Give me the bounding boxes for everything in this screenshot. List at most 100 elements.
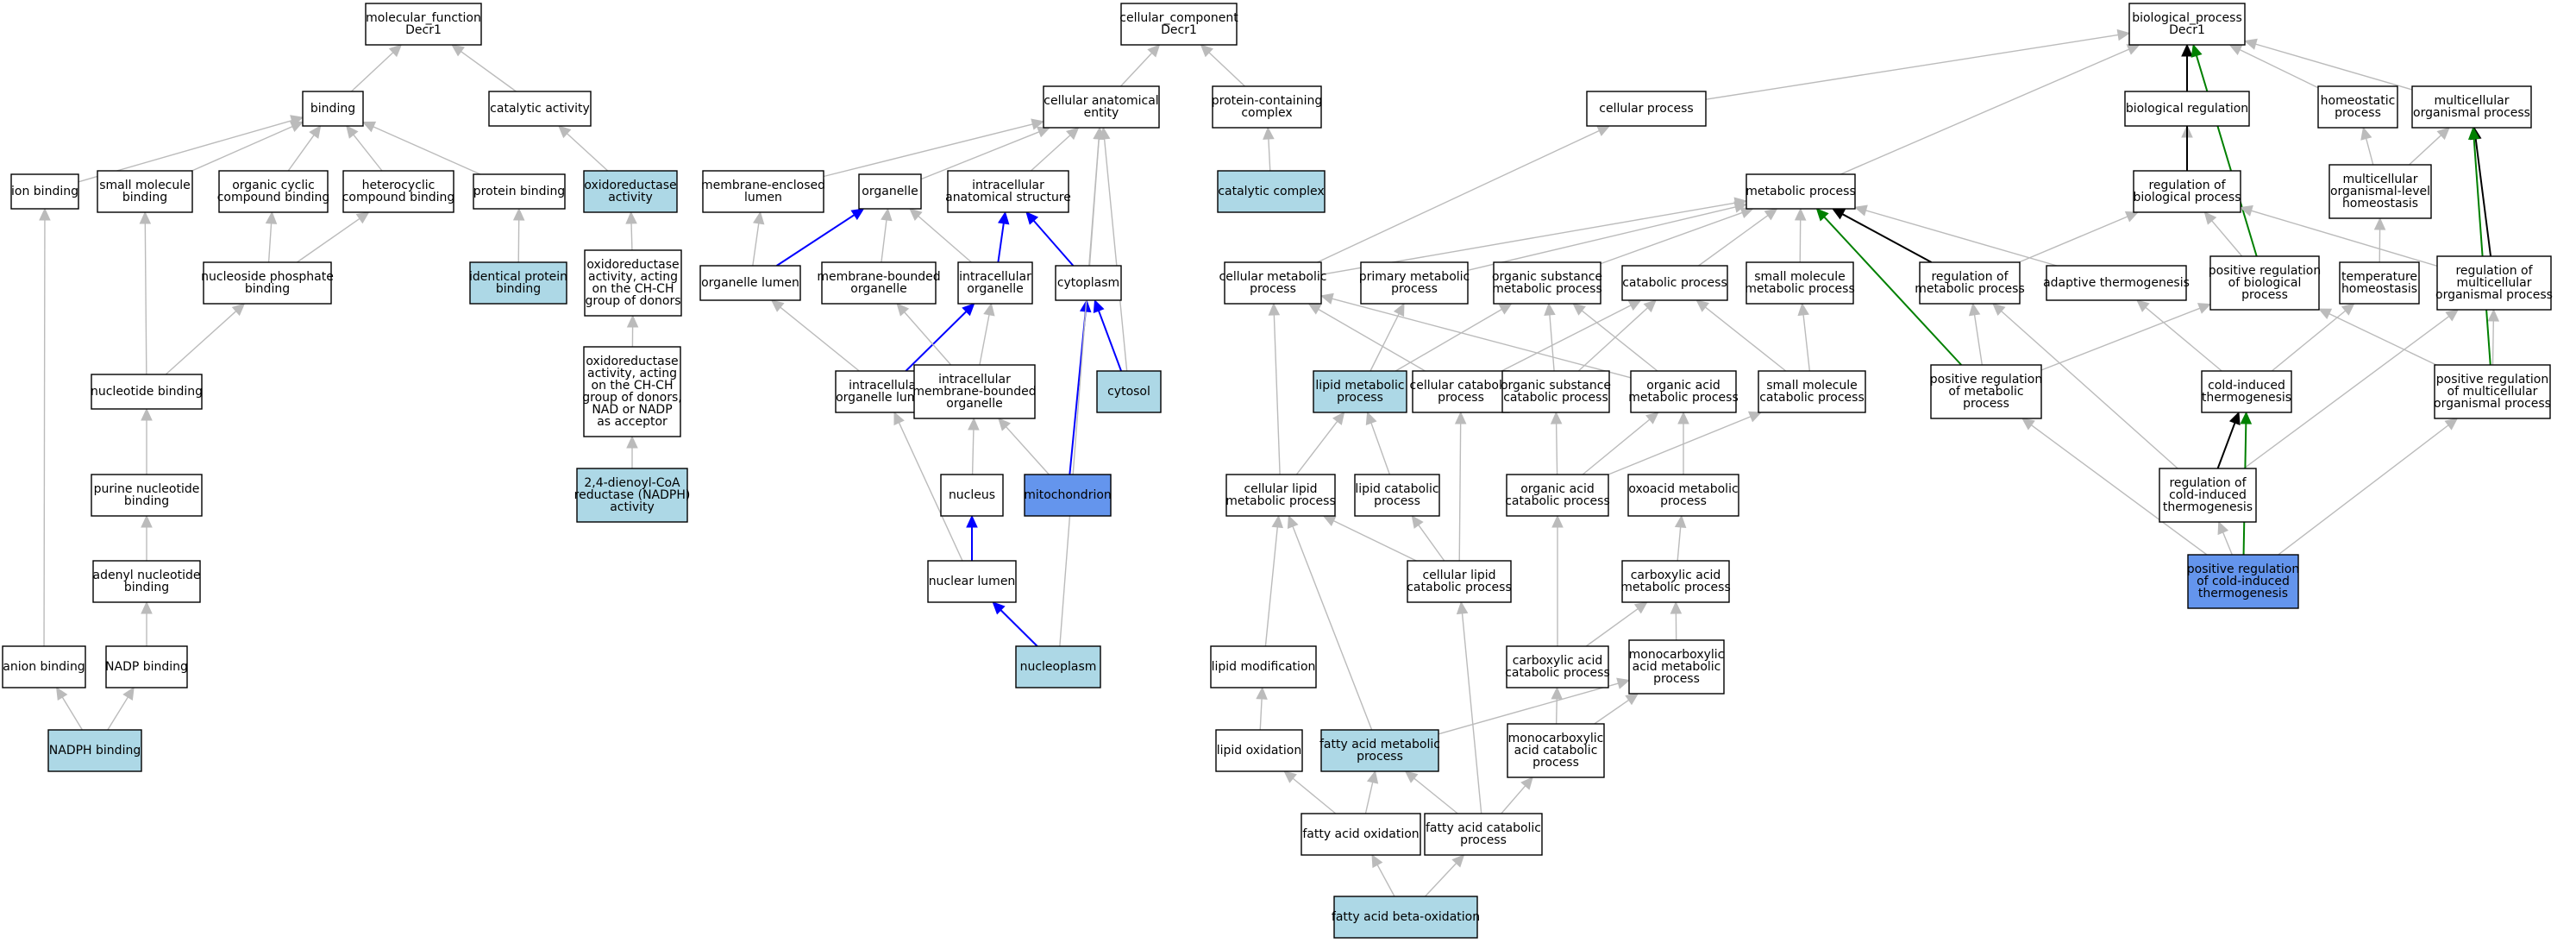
edge-is-a-cellproc-to-bp [1705,34,2119,100]
node-label-line: NADP binding [105,660,188,674]
go-term-node-fabo[interactable]: fatty acid beta-oxidation [1332,896,1480,939]
edge-is-a-imbo-to-intorg [979,314,990,366]
arrowhead-icon [896,303,910,317]
go-term-node-mito[interactable]: mitochondrion [1024,474,1112,517]
go-term-node-protb[interactable]: protein binding [473,173,566,210]
go-term-node-lipmod[interactable]: lipid modification [1210,645,1317,688]
node-box [91,474,203,517]
go-term-node-faox[interactable]: fatty acid oxidation [1301,813,1421,856]
go-term-node-nucb[interactable]: nucleotide binding [91,374,203,410]
node-label-line: organelle [967,282,1023,296]
go-term-node-catcomplex[interactable]: catalytic complex [1217,170,1326,213]
go-term-node-orglumen[interactable]: organelle lumen [699,265,801,301]
node-box [2046,265,2187,301]
go-term-node-nucleus[interactable]: nucleus [940,474,1004,517]
go-term-node-nuclumen[interactable]: nuclear lumen [927,560,1017,603]
go-term-node-adapt[interactable]: adaptive thermogenesis [2043,265,2190,301]
node-label-line: fatty acid metabolic [1319,738,1440,751]
go-term-node-anionb[interactable]: anion binding [2,645,86,688]
go-term-node-organelle[interactable]: organelle [858,173,922,210]
node-label-line: positive regulation [2187,563,2299,576]
go-term-node-nadphb[interactable]: NADPH binding [47,729,142,772]
go-term-node-ionb[interactable]: ion binding [10,173,79,210]
go-term-node-lipox[interactable]: lipid oxidation [1215,729,1303,772]
node-box [1621,265,1728,301]
go-term-node-cellproc[interactable]: cellular process [1586,91,1707,127]
node-box [302,91,364,127]
arrowhead-icon [2243,38,2258,50]
node-label-line: regulation of [2148,179,2226,192]
go-term-node-catalytic[interactable]: catalytic activity [488,91,592,127]
go-term-node-nadpb[interactable]: NADP binding [105,645,188,688]
go-term-node-metab[interactable]: metabolic process [1746,173,1856,210]
node-box [1217,170,1326,213]
go-term-node-cytoplasm[interactable]: cytoplasm [1055,265,1122,301]
go-term-node-nucleoplasm[interactable]: nucleoplasm [1015,645,1101,688]
arrowhead-icon [355,211,370,224]
go-term-node-bioreg[interactable]: biological regulation [2124,91,2250,127]
node-box [1621,560,1730,603]
go-term-node-binding[interactable]: binding [302,91,364,127]
node-label-line: nucleoplasm [1020,660,1097,674]
go-term-node-cytosol[interactable]: cytosol [1096,370,1162,413]
edge-regulates-regmet-to-metab [1841,213,1933,263]
edge-is-a-homeo-to-bp [2239,49,2319,89]
go-term-node-catab[interactable]: catabolic process [1621,265,1728,301]
node-box [1586,91,1707,127]
